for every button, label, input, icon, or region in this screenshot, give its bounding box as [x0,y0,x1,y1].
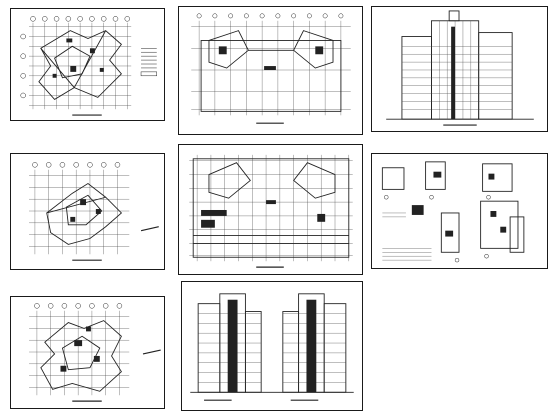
sheet-details[interactable] [371,153,548,269]
sheet-plan-wide-1[interactable] [178,6,363,135]
wide-plan-drawing [191,13,351,124]
floor-plan-drawing [20,16,157,116]
sheet-elevation-pair[interactable] [181,281,363,411]
wide-plan-drawing [189,154,353,268]
sheet-plan-level-3[interactable] [10,296,165,409]
sheet-plan-wide-2[interactable] [178,144,363,275]
detail-drawings [381,161,525,263]
floor-plan-drawing [29,162,159,261]
sheet-elevation-tower-1[interactable] [371,6,548,132]
elevation-drawing [386,10,534,126]
floor-plan-drawing [29,303,161,402]
elevation-drawing [190,293,354,401]
sheet-plan-level-2[interactable] [10,153,165,270]
sheet-plan-level-1[interactable] [10,8,165,121]
